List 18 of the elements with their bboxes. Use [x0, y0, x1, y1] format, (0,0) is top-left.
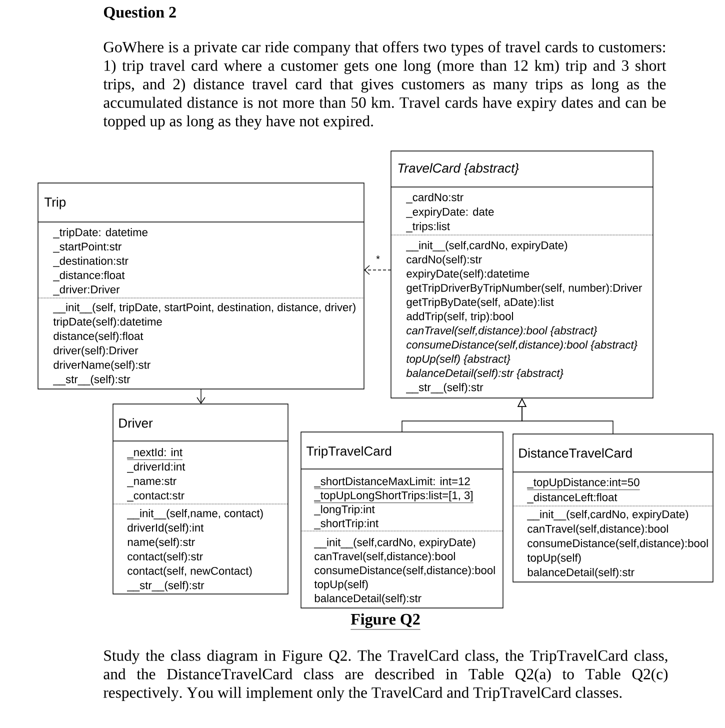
method-list: __init__(self,cardNo, expiryDate) cardNo(self):str expiryDate(self):datetime getTripDriverByTripNumber(self, number):Driver getTripByDate(self, aDate):list addTrip(self, trip):bool canTravel(self,distance):bool {abstract} consumeDistance(self,distance):bool {abstract} topUp(self) {abstract} balanceDetail(self):str {abstract} __str__(self):str — [406, 241, 642, 394]
attribute-list: _topUpDistance:int=50 _distanceLeft:float — [527, 478, 640, 504]
inheritance-arrow — [517, 398, 614, 434]
method-list: __init__(self, tripDate, startPoint, destination, distance, driver) tripDate(self):datetime distance(self):float driver(self):Driver driverName(self):str __str__(self):str — [53, 303, 356, 386]
paragraph: Study the class diagram in Figure Q2. The TravelCard class, the TripTravelCard class, and the DistanceTravelCard class are described in Table Q2(a) to Table Q2(c) respectively. You will implement only the TravelCard and TripTravelCard classes. — [104, 650, 668, 702]
attribute-list: _shortDistanceMaxLimit: int=12 _topUpLongShortTrips:list=[1, 3] _longTrip:int _shortTrip:int — [314, 477, 474, 530]
arrow — [196, 388, 206, 404]
attribute-list: _cardNo:str _expiryDate: date _trips:list — [406, 193, 494, 232]
method-list: __init__(self,name, contact) driverId(self):int name(self):str contact(self):str contact(self, newContact) __str__(self):str — [127, 509, 263, 592]
question-heading: Question 2 — [104, 6, 176, 20]
paragraph: GoWhere is a private car ride company that offers two types of travel cards to customers: 1) trip travel card where a customer gets one long (more than 12 km) trip and 3 short trips, and 2) distance travel card that gives customers as many trips as long as the accumulated distance is not more than 50 km. Travel cards have expiry dates and can be topped up as long as they have not expired. — [103, 41, 666, 130]
multiplicity-label: * — [375, 254, 381, 264]
attribute-list: _nextId: int _driverId:int _name:str _contact:str — [127, 448, 186, 502]
figure-caption: Figure Q2 — [350, 613, 421, 630]
method-list: __init__(self,cardNo, expiryDate) canTravel(self,distance):bool consumeDistance(self,distance):bool topUp(self) balanceDetail(self):str — [314, 538, 495, 604]
dashed-arrow — [364, 265, 392, 275]
attribute-list: _tripDate: datetime _startPoint:str _destination:str _distance:float _driver:Driver — [53, 228, 148, 296]
method-list: __init__(self,cardNo, expiryDate) canTravel(self,distance):bool consumeDistance(self,distance):bool topUp(self) balanceDetail(self):str — [527, 510, 708, 578]
